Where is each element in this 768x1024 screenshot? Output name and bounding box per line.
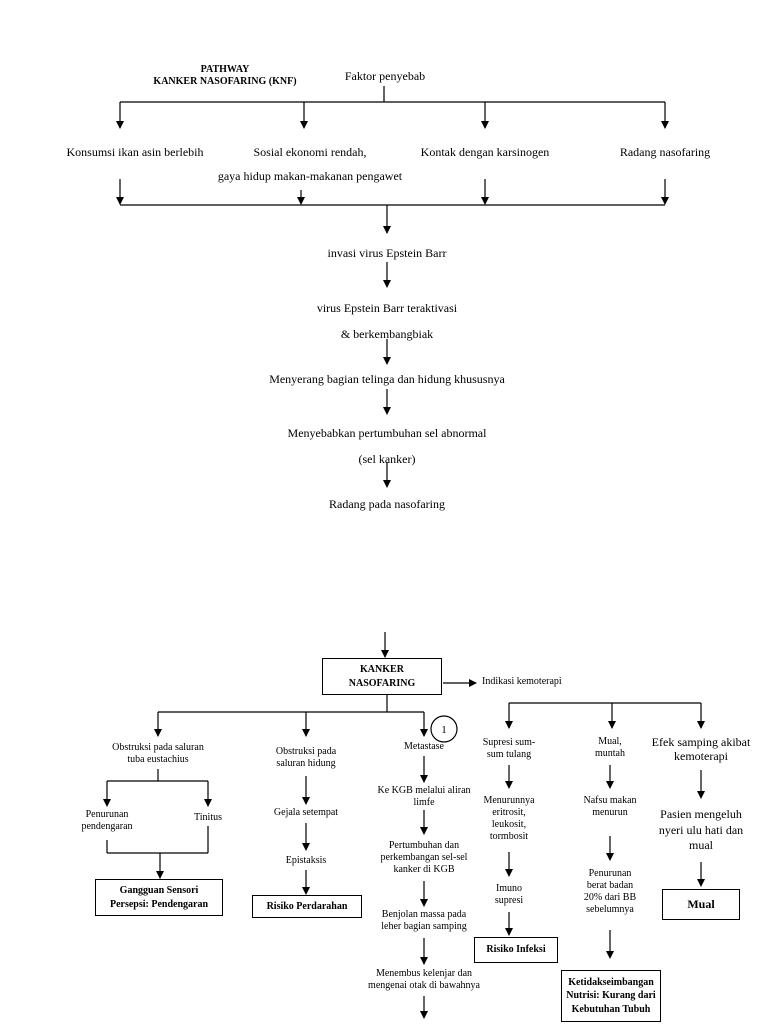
dx-nausea: Mual — [662, 889, 740, 920]
connector-circle — [430, 715, 458, 743]
connector-circle-label: 1 — [441, 724, 447, 736]
cause-salted-fish: Konsumsi ikan asin berlebih — [66, 145, 204, 159]
metastasis-neck-mass: Benjolan massa pada leher bagian samping — [381, 909, 467, 932]
chain-ebv-invasion: invasi virus Epstein Barr — [327, 246, 447, 260]
local-symptoms: Gejala setempat — [273, 807, 339, 818]
cause-inflammation: Radang nasofaring — [619, 145, 711, 159]
obstruction-nasal: Obstruksi pada saluran hidung — [275, 746, 337, 769]
chain-nasopharynx-inflammation: Radang pada nasofaring — [329, 497, 445, 511]
chain-attack-ear-nose: Menyerang bagian telinga dan hidung khus… — [269, 372, 505, 386]
dx-infection-risk: Risiko Infeksi — [474, 937, 558, 963]
chemo-side-effect: Efek samping akibat kemoterapi — [651, 735, 751, 764]
cause-carcinogen: Kontak dengan karsinogen — [420, 145, 550, 159]
cause-socioeconomic: Sosial ekonomi rendah, — [253, 145, 367, 159]
bone-marrow-suppression: Supresi sum- sum tulang — [482, 737, 536, 760]
pathway-title: PATHWAY KANKER NASOFARING (KNF) — [153, 64, 297, 87]
metastasis-lymph: Ke KGB melalui aliran limfe — [377, 785, 471, 808]
chemo-indication: Indikasi kemoterapi — [482, 676, 562, 687]
metastasis: Metastase — [404, 741, 444, 752]
knf-box: KANKER NASOFARING — [322, 658, 442, 695]
appetite-loss: Nafsu makan menurun — [583, 795, 637, 818]
immunosuppression: Imuno supresi — [494, 883, 524, 906]
cause-lifestyle: gaya hidup makan-makanan pengawet — [217, 169, 403, 183]
patient-complaint: Pasien mengeluh nyeri ulu hati dan mual — [658, 807, 744, 853]
metastasis-brain: Menembus kelenjar dan mengenai otak di b… — [368, 968, 480, 991]
dx-nutrition-imbalance: Ketidakseimbangan Nutrisi: Kurang dari K… — [561, 970, 661, 1022]
tinnitus: Tinitus — [194, 812, 222, 823]
metastasis-growth: Pertumbuhan dan perkembangan sel-sel kan… — [380, 840, 468, 875]
dx-bleeding-risk: Risiko Perdarahan — [252, 895, 362, 918]
root-node: Faktor penyebab — [344, 69, 426, 83]
obstruction-eustachian: Obstruksi pada saluran tuba eustachius — [112, 742, 204, 765]
blood-cells-decrease: Menurunnya eritrosit, leukosit, tormbosi… — [483, 795, 535, 842]
hearing-loss: Penurunan pendengaran — [81, 809, 133, 832]
weight-loss: Penurunan berat badan 20% dari BB sebelu… — [583, 868, 637, 915]
nausea-vomiting: Mual, muntah — [595, 736, 625, 759]
chain-ebv-activated: virus Epstein Barr teraktivasi & berkemb… — [316, 301, 458, 341]
epistaxis: Epistaksis — [285, 855, 327, 866]
chain-abnormal-cell: Menyebabkan pertumbuhan sel abnormal (se… — [287, 426, 487, 466]
dx-sensory-perception: Gangguan Sensori Persepsi: Pendengaran — [95, 879, 223, 916]
